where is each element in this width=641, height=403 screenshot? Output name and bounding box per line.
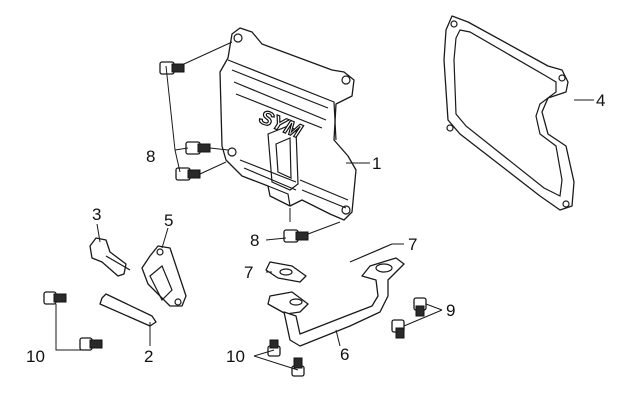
callout-5: 5	[164, 211, 173, 230]
cover-plate-part	[141, 245, 187, 307]
pipe-bolt-bottom	[391, 319, 405, 339]
callout-8-lower: 8	[250, 231, 259, 250]
callout-10-lower: 10	[226, 347, 245, 366]
leader-lines	[55, 41, 594, 371]
callout-3: 3	[92, 205, 101, 224]
cover-bolt-lower	[283, 229, 309, 243]
bracket-part	[99, 293, 157, 327]
callout-7-right: 7	[408, 235, 417, 254]
cover-bolt-top	[159, 61, 185, 75]
sensor-part	[89, 237, 131, 277]
callout-4: 4	[596, 91, 605, 110]
pipe-bolt-top	[413, 297, 427, 317]
left-bolt-bottom	[79, 337, 103, 351]
callout-1: 1	[372, 154, 381, 173]
cover-bolt-middle	[185, 141, 211, 155]
lower-bolt-left	[267, 339, 281, 357]
seal-ring-right	[349, 243, 393, 263]
callout-7-left: 7	[244, 263, 253, 282]
gasket-part	[443, 15, 575, 211]
callout-2: 2	[144, 347, 153, 366]
lower-bolt-right	[291, 357, 305, 377]
callout-6: 6	[340, 345, 349, 364]
callout-9: 9	[446, 301, 455, 320]
head-cover-part: SYM	[219, 27, 357, 221]
callout-10-left: 10	[26, 347, 45, 366]
small-gasket-left	[265, 261, 307, 283]
callout-8-upper: 8	[146, 147, 155, 166]
breather-pipe-part	[267, 257, 405, 347]
left-bolt-top	[43, 291, 67, 305]
